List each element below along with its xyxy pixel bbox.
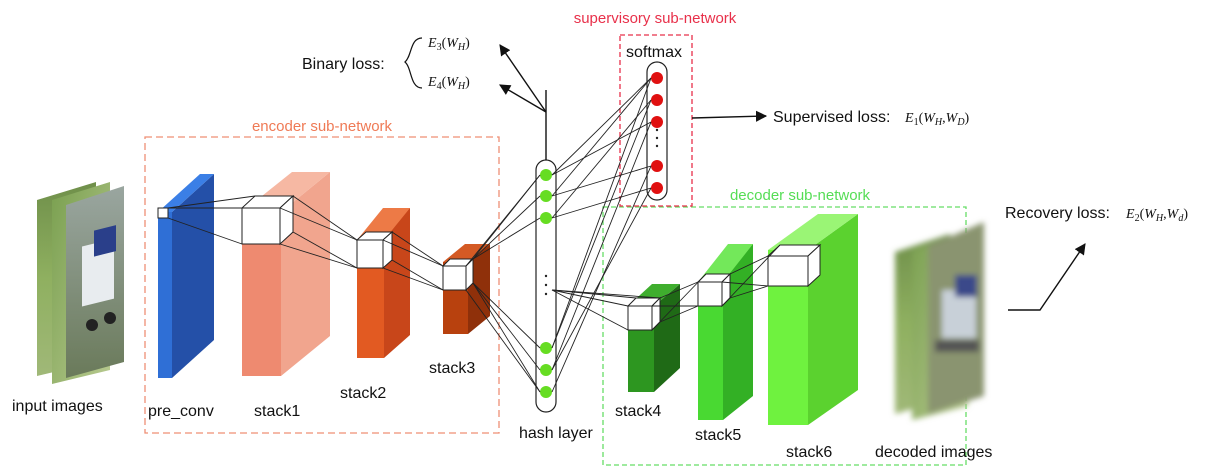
hash-node: [540, 364, 552, 376]
input-images: [37, 182, 124, 384]
stack4-block: [626, 284, 680, 392]
pre-conv-label: pre_conv: [148, 403, 214, 420]
stack2-block: [355, 208, 410, 358]
hash-node: [540, 169, 552, 181]
supervisory-box: [619, 34, 693, 207]
hash-node: [540, 212, 552, 224]
pre-conv-block: [157, 174, 214, 378]
decoded-images-label: decoded images: [875, 444, 992, 461]
softmax-node: [651, 160, 663, 172]
hash-softmax-connections: [551, 77, 652, 393]
decoder-title: decoder sub-network: [730, 187, 871, 204]
e2-term: E2(WH,Wd): [1125, 207, 1188, 224]
e1-term: E1(WH,WD): [904, 111, 970, 128]
input-images-label: input images: [12, 398, 103, 415]
e3-term: E3(WH): [427, 36, 470, 53]
softmax-node: [651, 182, 663, 194]
encoder-connections: [167, 195, 444, 291]
stack5-block: [696, 244, 753, 420]
supervised-arrow: [691, 110, 768, 122]
softmax-node: [651, 72, 663, 84]
binary-loss-brace: [404, 37, 423, 89]
softmax-label: softmax: [626, 44, 682, 61]
stack2-label: stack2: [340, 385, 386, 402]
supervised-loss-label: Supervised loss:: [773, 109, 890, 126]
decoded-images: [895, 222, 984, 420]
encoder-box: [144, 136, 500, 434]
stack6-label: stack6: [786, 444, 832, 461]
softmax-node: [651, 116, 663, 128]
encoder-title: encoder sub-network: [252, 118, 393, 135]
stack3-label: stack3: [429, 360, 475, 377]
stack4-label: stack4: [615, 403, 661, 420]
hash-node: [540, 190, 552, 202]
stack1-label: stack1: [254, 403, 300, 420]
stack5-label: stack5: [695, 427, 741, 444]
decoder-connections: [551, 244, 781, 331]
hash-node: [540, 342, 552, 354]
binary-loss-label: Binary loss:: [302, 56, 385, 73]
softmax-node: [651, 94, 663, 106]
e4-term: E4(WH): [427, 75, 470, 92]
stack6-block: [766, 214, 858, 425]
stack3-hash-connections: [465, 174, 541, 393]
hash-output-arrows: [499, 44, 547, 160]
stack3-block: [441, 244, 490, 334]
hash-layer-label: hash layer: [519, 425, 593, 442]
recovery-loss-label: Recovery loss:: [1005, 205, 1110, 222]
supervisory-title: supervisory sub-network: [574, 10, 737, 27]
hash-layer: [535, 159, 557, 413]
hash-node: [540, 386, 552, 398]
stack1-block: [240, 172, 330, 376]
recovery-arrow: [1008, 243, 1086, 311]
softmax-layer: [646, 61, 668, 201]
